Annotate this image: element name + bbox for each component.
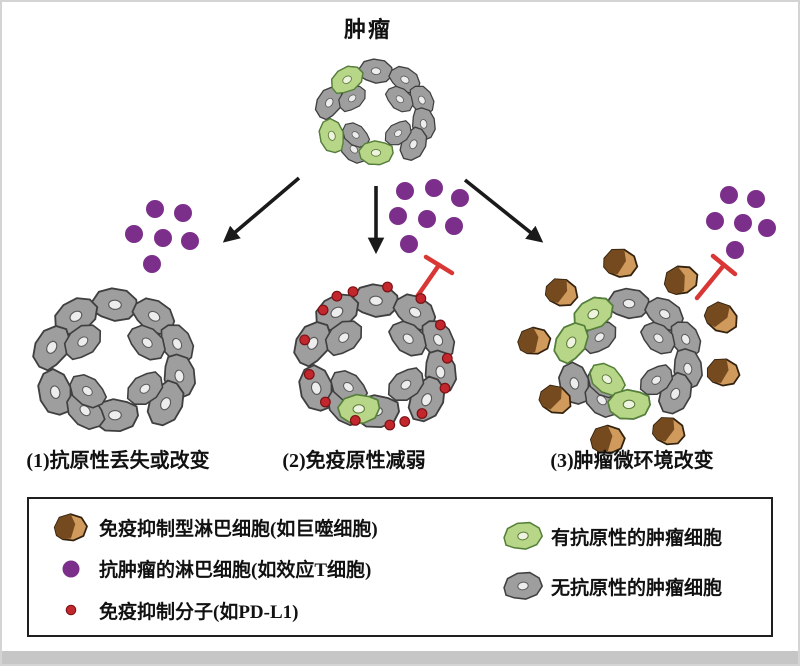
tcell-dot bbox=[706, 212, 724, 230]
legend-label: 免疫抑制型淋巴细胞(如巨噬细胞) bbox=[99, 519, 378, 541]
branch-label-3: (3)肿瘤微环境改变 bbox=[550, 450, 714, 472]
macrophage-cells bbox=[515, 245, 745, 456]
legend-item-antigenic-cell: 有抗原性的肿瘤细胞 bbox=[503, 519, 763, 553]
branch-label-1: (1)抗原性丢失或改变 bbox=[26, 450, 210, 472]
tcell-dot bbox=[400, 235, 418, 253]
legend-label: 有抗原性的肿瘤细胞 bbox=[551, 527, 723, 549]
pdl1-dots bbox=[299, 281, 453, 431]
tumor-cluster bbox=[310, 58, 438, 168]
tcell-dot bbox=[726, 241, 744, 259]
cluster-antigen-loss bbox=[26, 287, 199, 436]
tcell-dots-left bbox=[125, 200, 199, 273]
tcell-dot bbox=[758, 219, 776, 237]
cluster-microenvironment bbox=[515, 245, 745, 456]
branch-label-2: (2)免疫原性减弱 bbox=[282, 450, 426, 472]
tcell-dot bbox=[154, 229, 172, 247]
antigenic-tumor-cell-icon bbox=[503, 521, 543, 550]
effector-tcell-icon bbox=[62, 560, 80, 578]
tcell-dot bbox=[445, 217, 463, 235]
tcell-dots-right bbox=[706, 186, 776, 259]
nonantigenic-tumor-cell-icon bbox=[503, 571, 543, 600]
bottom-border-strip bbox=[2, 651, 798, 664]
legend-item-pdl1: 免疫抑制分子(如PD-L1) bbox=[51, 594, 503, 627]
tcell-dot bbox=[747, 190, 765, 208]
tcell-dot bbox=[389, 207, 407, 225]
pdl1-molecule-icon bbox=[65, 605, 77, 616]
tcell-dot bbox=[720, 186, 738, 204]
legend-item-nonantigenic-cell: 无抗原性的肿瘤细胞 bbox=[503, 569, 763, 603]
legend-column-right: 有抗原性的肿瘤细胞 无抗原性的肿瘤细胞 bbox=[503, 511, 763, 627]
legend-item-tcell: 抗肿瘤的淋巴细胞(如效应T细胞) bbox=[51, 552, 503, 585]
legend-label: 抗肿瘤的淋巴细胞(如效应T细胞) bbox=[99, 560, 372, 582]
diagram-title: 肿瘤 bbox=[343, 17, 392, 42]
tcell-dot bbox=[451, 189, 469, 207]
legend-label: 免疫抑制分子(如PD-L1) bbox=[99, 601, 299, 623]
legend-column-left: 免疫抑制型淋巴细胞(如巨噬细胞) 抗肿瘤的淋巴细胞(如效应T细胞) 免疫抑制分子… bbox=[51, 511, 503, 627]
tcell-dot bbox=[146, 200, 164, 218]
macrophage-cell-icon bbox=[53, 512, 88, 542]
tcell-dot bbox=[425, 179, 443, 197]
branch-arrows bbox=[222, 176, 544, 255]
arrow-to-branch-1 bbox=[222, 176, 301, 243]
legend-item-macrophage: 免疫抑制型淋巴细胞(如巨噬细胞) bbox=[51, 511, 503, 544]
tcell-dots-middle bbox=[389, 179, 469, 253]
cluster-reduced-immunogenicity bbox=[287, 281, 460, 432]
tcell-dot bbox=[418, 210, 436, 228]
tcell-dot bbox=[174, 204, 192, 222]
legend-box: 免疫抑制型淋巴细胞(如巨噬细胞) 抗肿瘤的淋巴细胞(如效应T细胞) 免疫抑制分子… bbox=[27, 497, 773, 637]
tcell-dot bbox=[143, 255, 161, 273]
tcell-dot bbox=[125, 225, 143, 243]
tcell-dot bbox=[181, 232, 199, 250]
arrow-to-branch-3 bbox=[463, 178, 544, 243]
tcell-dot bbox=[734, 214, 752, 232]
tcell-dot bbox=[396, 182, 414, 200]
legend-label: 无抗原性的肿瘤细胞 bbox=[551, 577, 723, 599]
inhibit-symbol-right bbox=[694, 253, 738, 301]
